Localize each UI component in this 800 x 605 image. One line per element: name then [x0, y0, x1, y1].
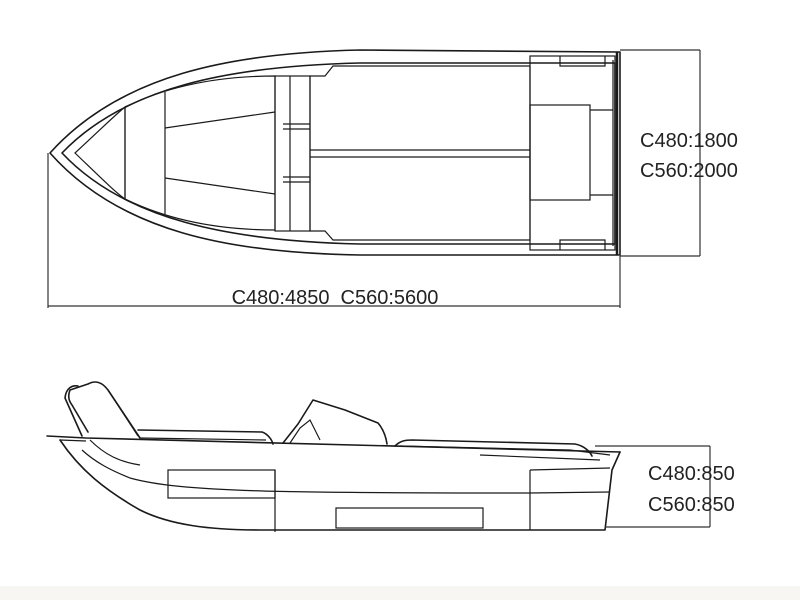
length-label: C480:4850 C560:5600 [232, 287, 439, 309]
height-label-c480: C480:850 [648, 463, 735, 485]
chine-line [81, 449, 611, 494]
side-sheer [46, 435, 621, 453]
windscreen [282, 399, 388, 445]
stern-bench [529, 55, 616, 251]
console-frame [274, 75, 311, 232]
bottom-band [0, 586, 800, 600]
bow-rail [67, 381, 141, 439]
side-hull-outline [59, 439, 621, 531]
side-window-1 [167, 469, 276, 499]
open-cockpit [309, 65, 531, 241]
side-window-2 [335, 507, 484, 529]
top-dimensions [47, 49, 701, 308]
width-label-c480: C480:1800 [640, 130, 738, 152]
top-view [49, 49, 621, 256]
top-gunwale-inner [61, 62, 616, 245]
side-view [46, 381, 621, 532]
front-deck [124, 75, 276, 231]
top-hull-outline [49, 49, 621, 256]
side-dimensions [595, 445, 711, 528]
width-label-c560: C560:2000 [640, 160, 738, 182]
height-label-c560: C560:850 [648, 494, 735, 516]
